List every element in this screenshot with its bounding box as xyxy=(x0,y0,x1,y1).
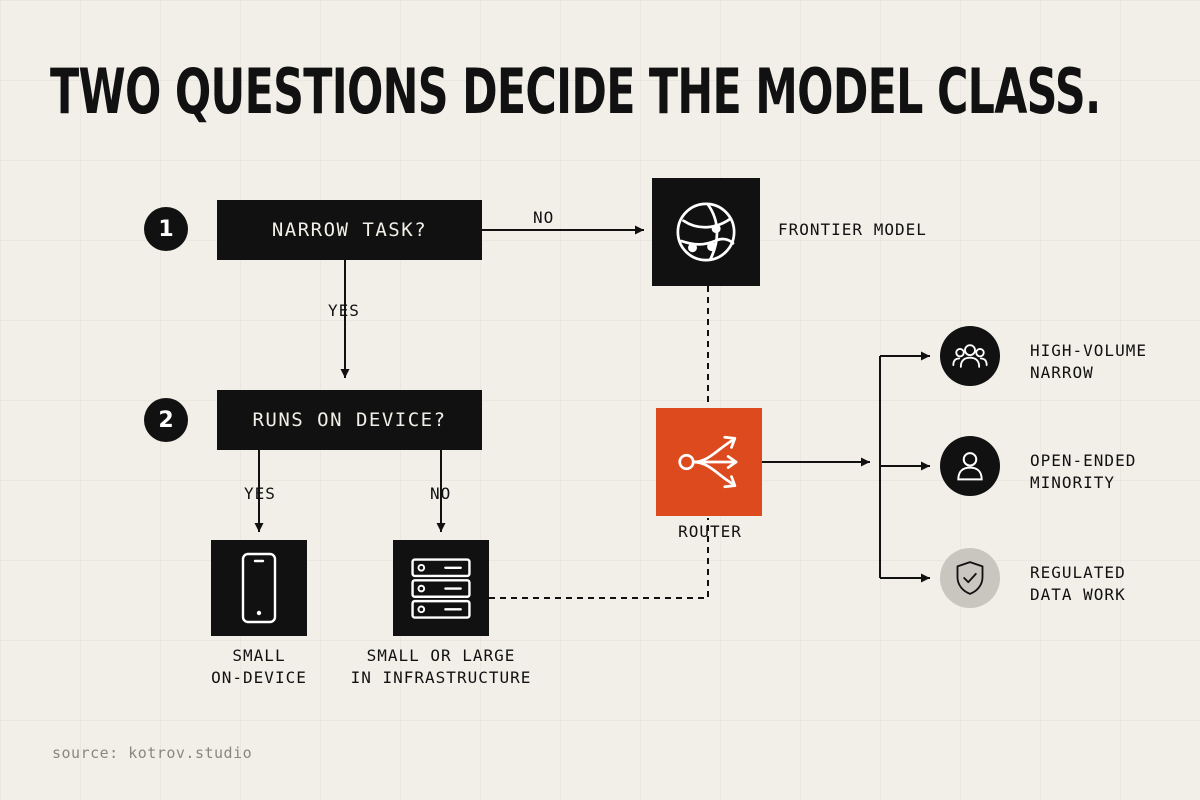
outcome-open-ended-line1: OPEN-ENDED xyxy=(1030,451,1137,470)
infrastructure-label-line2: IN INFRASTRUCTURE xyxy=(350,668,532,687)
on-device-label-line2: ON-DEVICE xyxy=(211,668,307,687)
outcome-regulated-label: REGULATED DATA WORK xyxy=(1030,562,1126,606)
outcome-high-volume-node xyxy=(940,326,1000,386)
question-narrow-task: NARROW TASK? xyxy=(217,200,482,260)
outcome-high-volume-line1: HIGH-VOLUME xyxy=(1030,341,1147,360)
on-device-node xyxy=(211,540,307,636)
shield-check-icon xyxy=(956,561,984,595)
users-group-icon xyxy=(952,344,988,368)
infrastructure-node xyxy=(393,540,489,636)
globe-network-icon xyxy=(676,202,736,262)
outcome-open-ended-line2: MINORITY xyxy=(1030,473,1116,492)
source-credit: source: kotrov.studio xyxy=(52,744,253,762)
outcome-regulated-line1: REGULATED xyxy=(1030,563,1126,582)
outcome-regulated-line2: DATA WORK xyxy=(1030,585,1126,604)
server-rack-icon xyxy=(411,558,471,619)
on-device-label-line1: SMALL xyxy=(232,646,286,665)
edge-label-yes-1: YES xyxy=(328,301,360,320)
edge-label-yes-2: YES xyxy=(244,484,276,503)
outcome-high-volume-label: HIGH-VOLUME NARROW xyxy=(1030,340,1147,384)
user-icon xyxy=(957,452,983,481)
router-node xyxy=(656,408,762,516)
outcome-regulated-node xyxy=(940,548,1000,608)
frontier-model-label: FRONTIER MODEL xyxy=(778,220,927,239)
step-number-2: 2 xyxy=(144,398,188,442)
outcome-open-ended-label: OPEN-ENDED MINORITY xyxy=(1030,450,1136,494)
outcome-open-ended-node xyxy=(940,436,1000,496)
infrastructure-label: SMALL OR LARGE IN INFRASTRUCTURE xyxy=(346,645,536,689)
step-number-1: 1 xyxy=(144,207,188,251)
router-split-icon xyxy=(678,435,738,489)
on-device-label: SMALL ON-DEVICE xyxy=(199,645,319,689)
smartphone-icon xyxy=(241,552,277,624)
page-title: TWO QUESTIONS DECIDE THE MODEL CLASS. xyxy=(50,55,1101,128)
outcome-high-volume-line2: NARROW xyxy=(1030,363,1094,382)
edge-label-no-2: NO xyxy=(430,484,452,503)
question-runs-on-device: RUNS ON DEVICE? xyxy=(217,390,482,450)
edge-label-no-1: NO xyxy=(533,208,555,227)
infrastructure-label-line1: SMALL OR LARGE xyxy=(366,646,516,665)
router-label: ROUTER xyxy=(678,522,742,541)
frontier-model-node xyxy=(652,178,760,286)
